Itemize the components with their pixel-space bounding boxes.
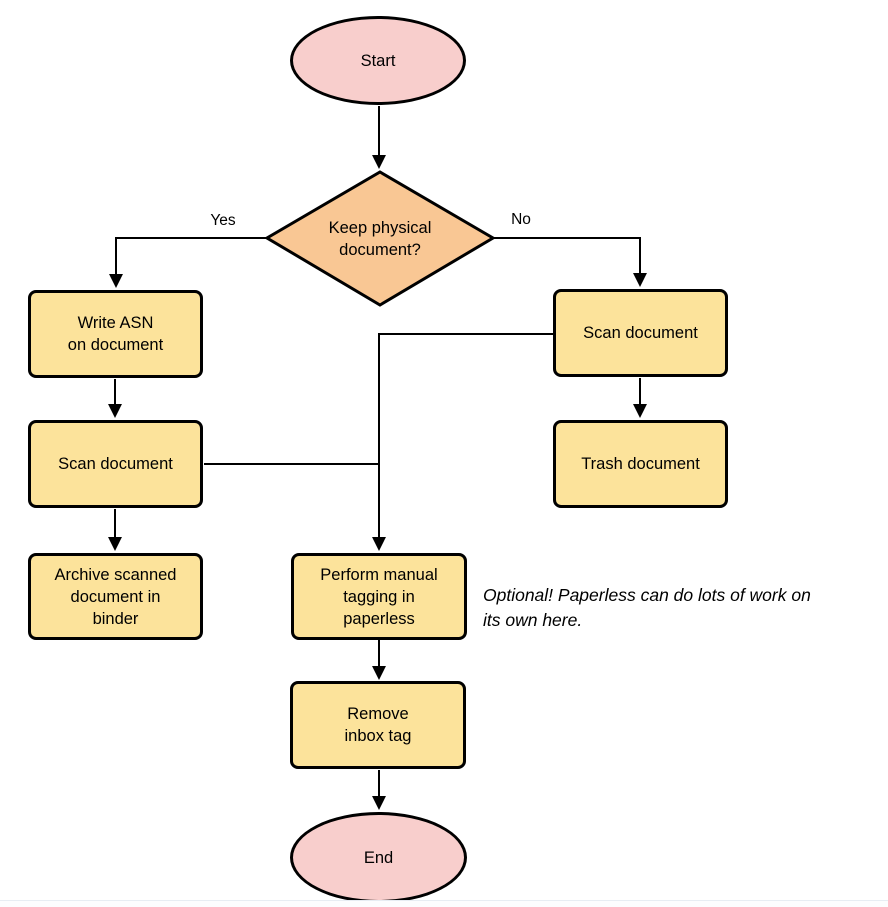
node-perform-tagging: Perform manual tagging in paperless (291, 553, 467, 640)
node-start: Start (290, 16, 466, 105)
node-trash-document: Trash document (553, 420, 728, 508)
edge-scanright-to-tagging (372, 333, 553, 551)
node-write-asn: Write ASN on document (28, 290, 203, 378)
node-scan-document-right: Scan document (553, 289, 728, 377)
decision-diamond-shape (264, 170, 496, 307)
edge-label-no: No (509, 211, 533, 229)
annotation-optional-note: Optional! Paperless can do lots of work … (483, 585, 811, 630)
node-archive-binder: Archive scanned document in binder (28, 553, 203, 640)
edge-label-yes: Yes (208, 212, 238, 230)
node-scan-document-left: Scan document (28, 420, 203, 508)
bottom-divider (0, 900, 888, 907)
edge-decision-no (493, 237, 647, 287)
node-decision-keep-physical: Keep physical document? (328, 218, 432, 259)
node-end: End (290, 812, 467, 903)
edge-decision-yes (109, 237, 267, 288)
node-remove-inbox-tag: Remove inbox tag (290, 681, 466, 769)
